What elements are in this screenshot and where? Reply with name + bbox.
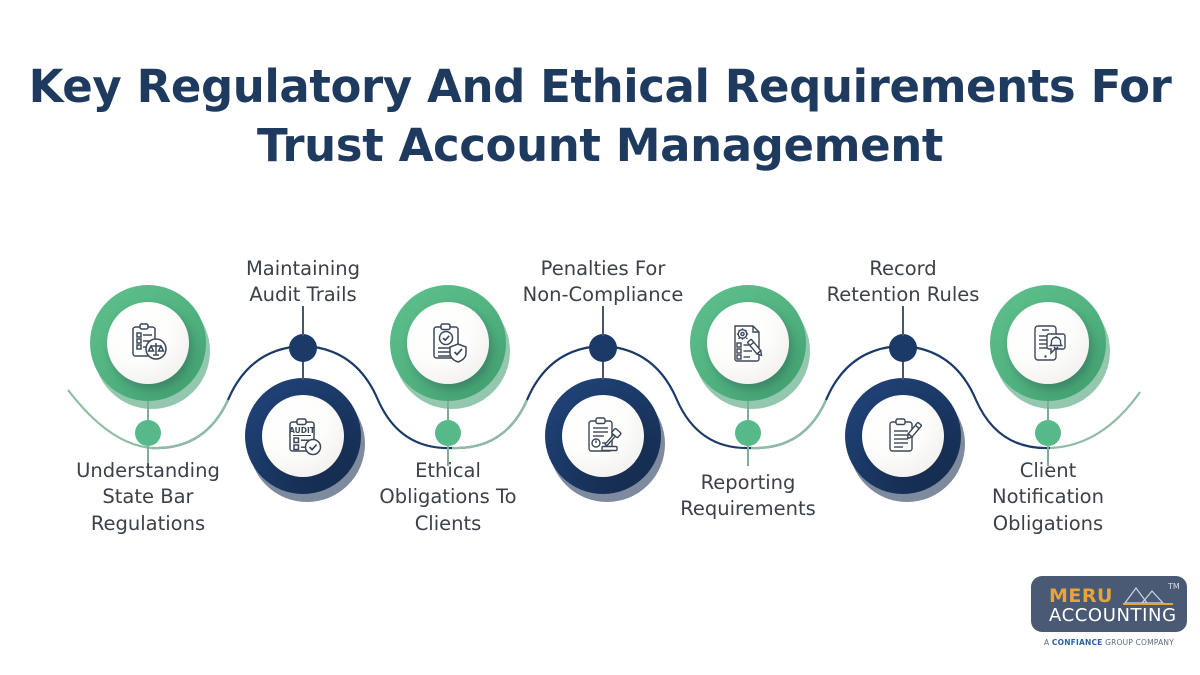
step-ring-3 <box>390 285 510 409</box>
step-stem-7 <box>1047 401 1049 433</box>
step-icon-wrap-3 <box>407 302 489 384</box>
step-node-5[interactable] <box>690 285 810 466</box>
step-stem-6b <box>902 306 904 336</box>
step-stem-3b <box>447 446 449 466</box>
step-dot-3 <box>435 420 461 446</box>
step-ring-5 <box>690 285 810 409</box>
step-node-2[interactable]: AUDIT <box>245 306 365 502</box>
title-line-1: Key Regulatory And Ethical Requirements … <box>28 60 1172 113</box>
logo-box: MERU ACCOUNTING TM <box>1031 576 1187 632</box>
step-label-6: Record Retention Rules <box>826 257 980 307</box>
step-icon-wrap-5 <box>707 302 789 384</box>
step-icon-wrap-4 <box>562 395 644 477</box>
clipboard-pencil-icon <box>881 414 925 458</box>
step-node-6[interactable] <box>845 306 965 502</box>
logo-tagline-suffix: GROUP COMPANY <box>1102 638 1174 647</box>
step-label-3: Ethical Obligations To Clients <box>379 459 517 535</box>
clipboard-scales-icon <box>125 320 171 366</box>
step-stem-7b <box>1047 446 1049 466</box>
logo-divider <box>1123 603 1173 605</box>
step-icon-wrap-2: AUDIT <box>262 395 344 477</box>
step-icon-wrap-6 <box>862 395 944 477</box>
step-label-2: Maintaining Audit Trails <box>245 257 361 307</box>
phone-bell-notification-icon <box>1025 320 1071 366</box>
step-dot-2 <box>289 334 317 362</box>
step-node-3[interactable] <box>390 285 510 466</box>
step-ring-6 <box>845 378 965 502</box>
page-title: Key Regulatory And Ethical Requirements … <box>0 58 1200 175</box>
logo-brand-secondary: ACCOUNTING <box>1049 605 1177 626</box>
clipboard-gavel-icon <box>581 414 625 458</box>
step-ring-4 <box>545 378 665 502</box>
step-stem-5b <box>747 446 749 466</box>
audit-clipboard-check-icon: AUDIT <box>281 414 325 458</box>
step-dot-5 <box>735 420 761 446</box>
logo-tagline: A CONFIANCE GROUP COMPANY <box>1031 638 1187 647</box>
step-ring-7 <box>990 285 1110 409</box>
step-node-7[interactable] <box>990 285 1110 466</box>
brand-logo: MERU ACCOUNTING TM A CONFIANCE GROUP COM… <box>1031 576 1187 647</box>
logo-brand-primary: MERU <box>1049 585 1113 607</box>
step-dot-4 <box>589 334 617 362</box>
logo-tagline-highlight: CONFIANCE <box>1051 638 1103 647</box>
svg-text:AUDIT: AUDIT <box>289 426 316 435</box>
trademark-symbol: TM <box>1168 582 1180 591</box>
step-stem-3 <box>447 401 449 433</box>
mountain-icon <box>1123 586 1167 609</box>
step-dot-7 <box>1035 420 1061 446</box>
logo-tagline-prefix: A <box>1044 638 1052 647</box>
step-label-1: Understanding State Bar Regulations <box>76 459 220 535</box>
step-dot-1 <box>135 420 161 446</box>
step-dot-6 <box>889 334 917 362</box>
step-label-7: Client Notification Obligations <box>992 459 1104 535</box>
step-node-1[interactable] <box>90 285 210 466</box>
step-node-4[interactable] <box>545 306 665 502</box>
clipboard-check-shield-icon <box>425 320 471 366</box>
step-stem-1 <box>147 401 149 433</box>
title-line-2: Trust Account Management <box>257 118 943 172</box>
step-stem-4b <box>602 306 604 336</box>
step-icon-wrap-1 <box>107 302 189 384</box>
step-stem-2b <box>302 306 304 336</box>
step-icon-wrap-7 <box>1007 302 1089 384</box>
step-stem-5 <box>747 401 749 433</box>
step-label-4: Penalties For Non-Compliance <box>522 257 684 307</box>
document-gear-pencil-icon <box>725 320 771 366</box>
step-label-5: Reporting Requirements <box>680 471 816 521</box>
step-stem-1b <box>147 446 149 466</box>
